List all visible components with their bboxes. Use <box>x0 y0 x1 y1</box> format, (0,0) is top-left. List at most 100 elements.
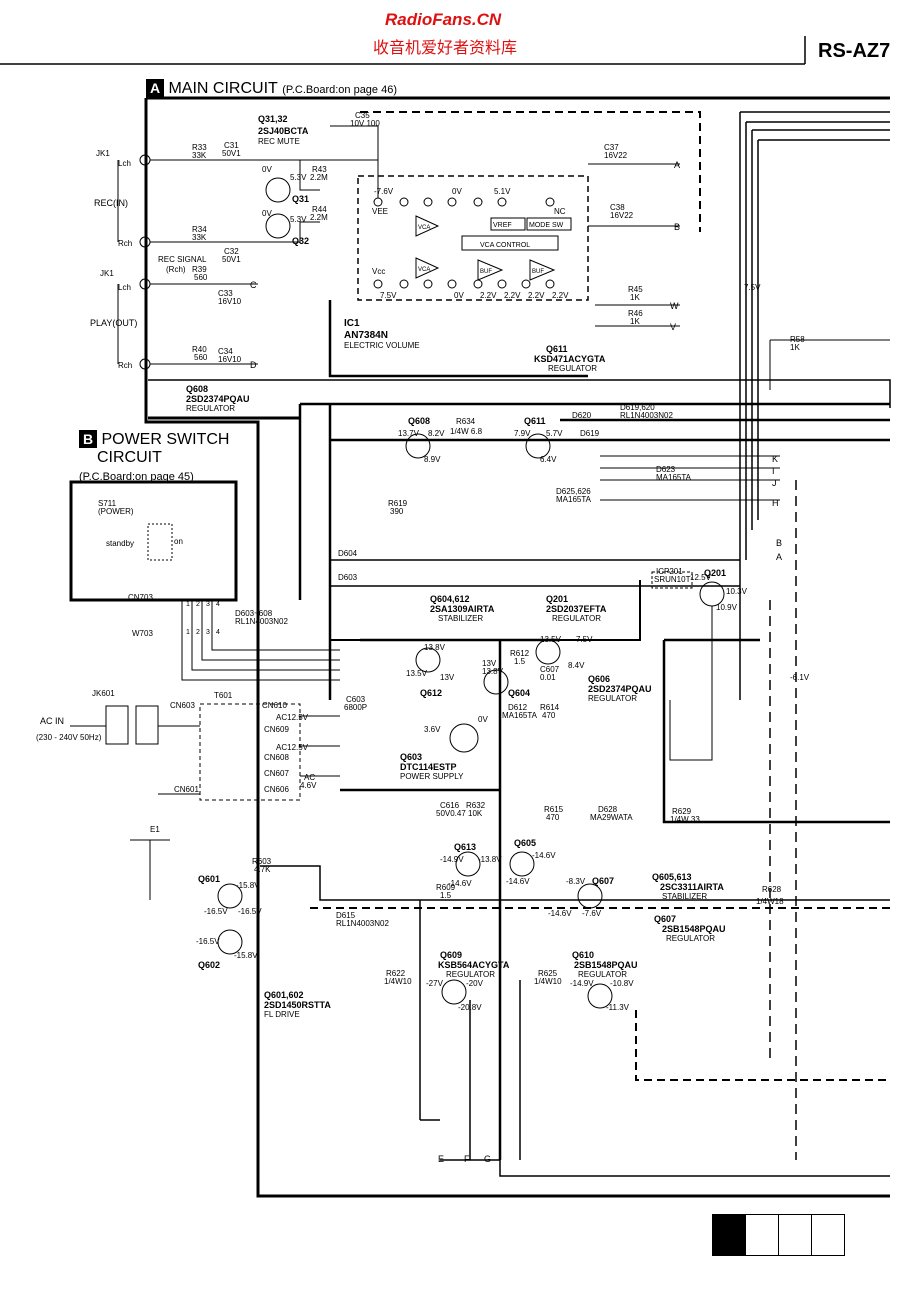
label-q604-612-part: 2SA1309AIRTA <box>430 604 495 614</box>
conn-b2: B <box>776 538 782 548</box>
label-r619: R619 <box>388 499 408 508</box>
label-c38-v: 16V22 <box>610 211 634 220</box>
label-vm138: -13.8V <box>478 855 502 864</box>
label-r43: R43 <box>312 165 327 174</box>
section-b-name-line1: POWER SWITCH <box>101 431 230 448</box>
label-jk1-bottom: JK1 <box>100 269 114 278</box>
label-r603-v: 4.7K <box>254 865 271 874</box>
label-r615-v: 470 <box>546 813 560 822</box>
vca-bottom <box>415 257 440 279</box>
page-tabs <box>712 1214 845 1256</box>
label-vcc: Vcc <box>372 267 385 276</box>
label-r46-v: 1K <box>630 317 640 326</box>
q601-symbol <box>217 883 243 909</box>
label-q602: Q602 <box>198 960 220 970</box>
label-d615-part: RL1N4003N02 <box>336 919 389 928</box>
label-r634-v: 1/4W 6.8 <box>450 427 483 436</box>
label-q607: Q607 <box>592 876 614 886</box>
section-b-board-note: (P.C.Board:on page 45) <box>79 471 194 483</box>
label-r33-v: 33K <box>192 151 207 160</box>
label-d603-608: D603~608 <box>235 609 273 618</box>
label-q604-612-desc: STABILIZER <box>438 614 483 623</box>
pin-1a: 1 <box>186 601 190 608</box>
label-r609-v: 1.5 <box>440 891 452 900</box>
label-rec-in: REC(IN) <box>94 198 128 208</box>
label-r609: R609 <box>436 883 456 892</box>
pin-2b: 2 <box>196 629 200 636</box>
label-d612: D612 <box>508 703 528 712</box>
label-d623: D623 <box>656 465 676 474</box>
label-q605-613-desc: STABILIZER <box>662 892 707 901</box>
q602-symbol <box>217 929 243 955</box>
model-label: RS-AZ7 <box>818 40 891 62</box>
label-q201-2: Q201 <box>704 568 726 578</box>
label-q31: Q31 <box>292 194 309 204</box>
q607-symbol <box>577 883 603 909</box>
label-r45-v: 1K <box>630 293 640 302</box>
label-r629-v: 1/4W 33 <box>670 815 700 824</box>
label-buf-2: BUF <box>532 269 544 275</box>
label-jk1-top: JK1 <box>96 149 110 158</box>
label-r40: R40 <box>192 345 207 354</box>
label-c31-v: 50V1 <box>222 149 241 158</box>
label-rec-signal: REC SIGNAL <box>158 255 207 264</box>
label-v89: 8.9V <box>424 455 441 464</box>
main-border <box>144 96 890 1198</box>
label-cn603: CN603 <box>170 701 195 710</box>
label-d603-608-part: RL1N4003N02 <box>235 617 288 626</box>
label-v13a: 13V <box>440 673 455 682</box>
watermark-site[interactable]: RadioFans.CN <box>385 10 502 29</box>
pin-3b: 3 <box>206 629 210 636</box>
label-q603-part: DTC114ESTP <box>400 762 457 772</box>
label-r46: R46 <box>628 309 643 318</box>
label-q201-part: 2SD2037EFTA <box>546 604 607 614</box>
pin-2a: 2 <box>196 601 200 608</box>
label-c37-v: 16V22 <box>604 151 628 160</box>
label-q608-desc: REGULATOR <box>186 404 235 413</box>
label-ic1-desc: ELECTRIC VOLUME <box>344 341 420 350</box>
label-r33: R33 <box>192 143 207 152</box>
label-s711: S711 <box>98 499 117 508</box>
label-q201-desc: REGULATOR <box>552 614 601 623</box>
label-ac-spec: (230 - 240V 50Hz) <box>36 733 102 742</box>
page-tab-1 <box>712 1214 746 1256</box>
label-q606-part: 2SD2374PQAU <box>588 684 652 694</box>
label-c35-v: 10V 100 <box>350 119 380 128</box>
label-v135: 13.5V <box>406 669 428 678</box>
icp201-box <box>651 571 693 589</box>
label-r629: R629 <box>672 807 692 816</box>
section-b-letter: B <box>79 430 97 448</box>
label-d628-part: MA29WATA <box>590 813 633 822</box>
label-ic1: IC1 <box>344 318 360 329</box>
label-vref: VREF <box>493 222 512 229</box>
label-cn607: CN607 <box>264 769 289 778</box>
label-r632-v: 10K <box>468 809 483 818</box>
section-a-letter: A <box>146 79 164 97</box>
label-d623-part: MA165TA <box>656 473 692 482</box>
label-vm146d: -14.6V <box>548 909 572 918</box>
label-q610-part: 2SB1548PQAU <box>574 960 638 970</box>
label-r619-v: 390 <box>390 507 404 516</box>
label-r58-v: 1K <box>790 343 800 352</box>
label-v82: 8.2V <box>428 429 445 438</box>
label-v137: 13.7V <box>398 429 420 438</box>
control-box <box>461 235 559 251</box>
page-tab-4 <box>811 1214 845 1256</box>
label-q604-612: Q604,612 <box>430 594 470 604</box>
label-icp201: ICP201 <box>656 567 683 576</box>
label-r45: R45 <box>628 285 643 294</box>
label-v0a: 0V <box>262 165 272 174</box>
label-vm158b: -15.8V <box>234 951 258 960</box>
label-c33-v: 16V10 <box>218 297 242 306</box>
label-on: on <box>174 537 183 546</box>
label-v22b: 2.2V <box>504 291 521 300</box>
label-vm27: -27V <box>426 979 444 988</box>
label-q611-2: Q611 <box>524 416 546 426</box>
label-v0g: 0V <box>478 715 488 724</box>
label-icp201-part: SRUN10T <box>654 575 691 584</box>
q609-symbol <box>441 979 467 1005</box>
label-q607-b: Q607 <box>654 914 676 924</box>
label-v57: 5.7V <box>546 429 563 438</box>
label-vm76: -7.6V <box>374 187 394 196</box>
label-mode: MODE SW <box>529 222 564 229</box>
